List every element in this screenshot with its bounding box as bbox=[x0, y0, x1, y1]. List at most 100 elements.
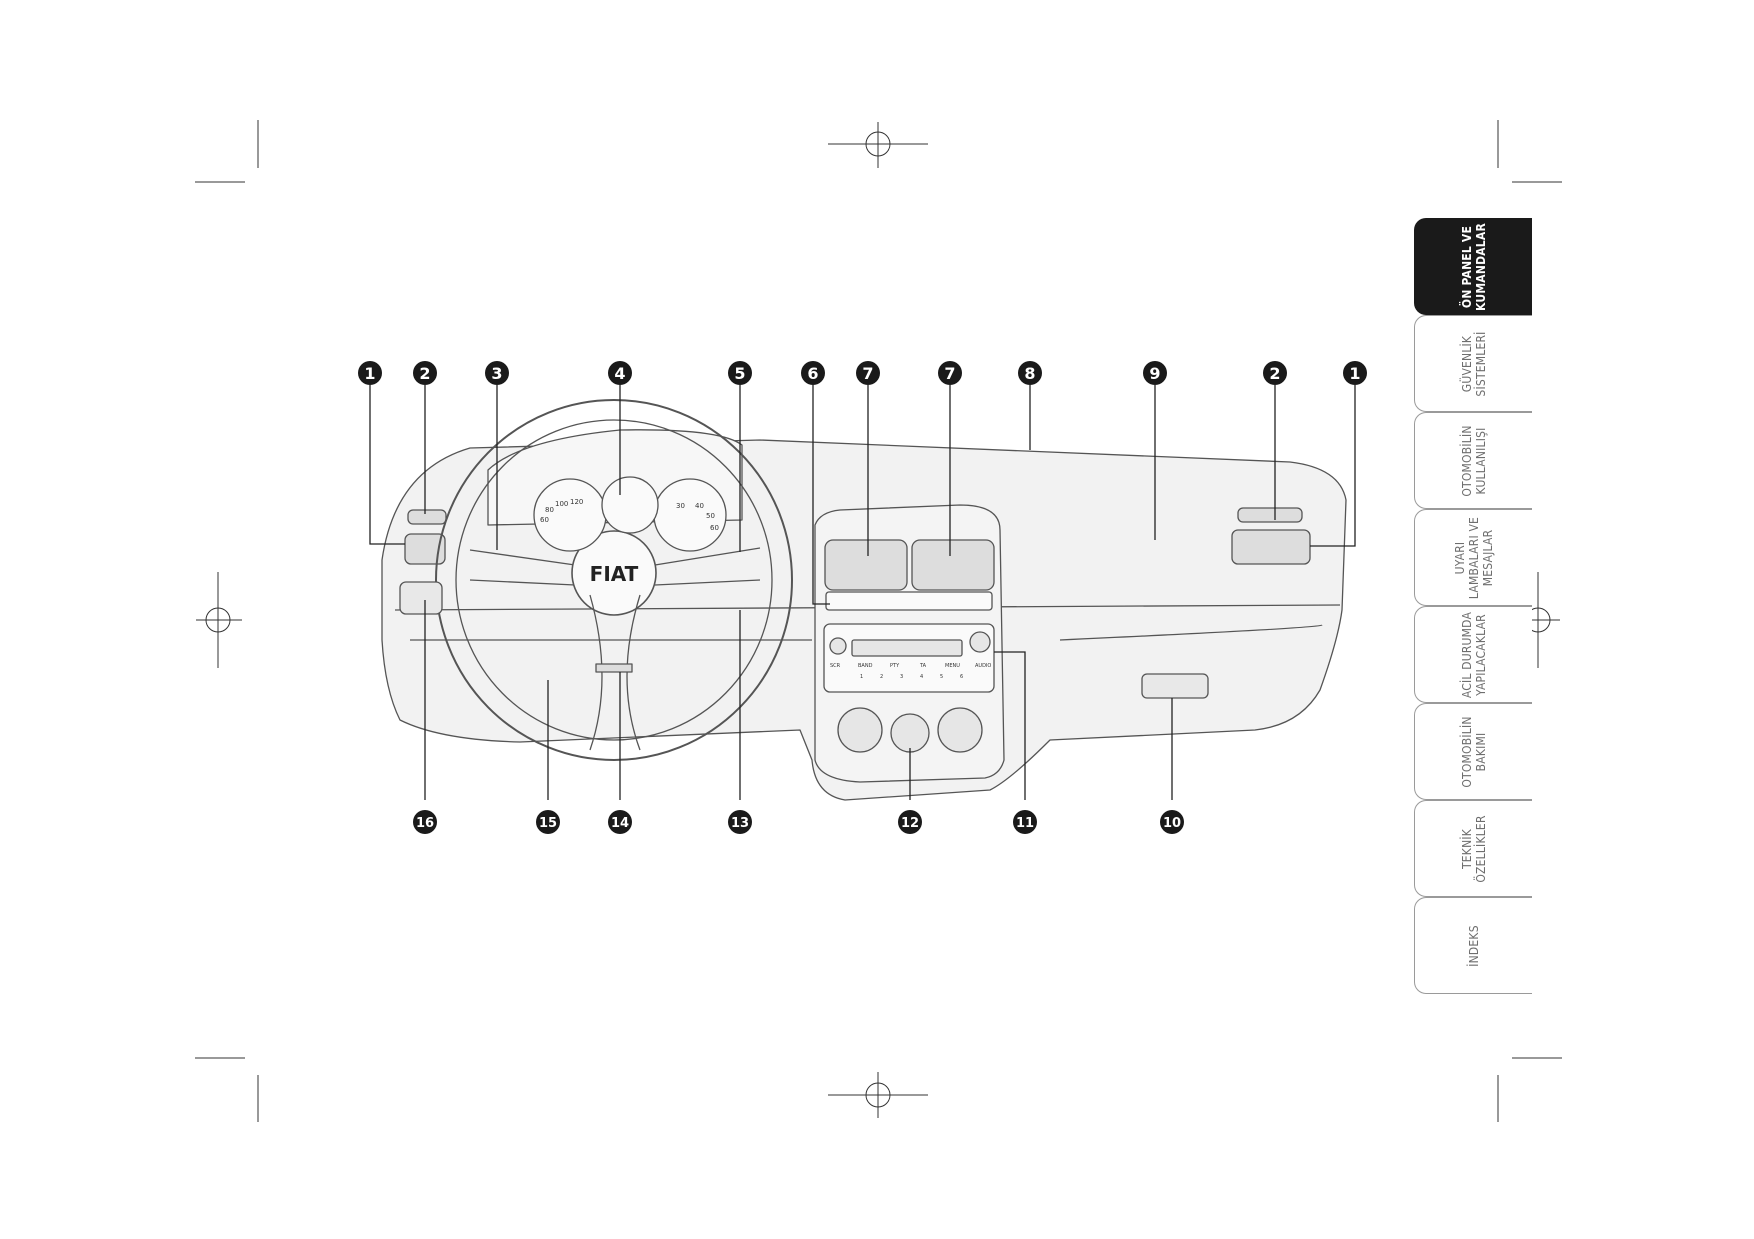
callout-top-3: 3 bbox=[485, 361, 509, 385]
vent-left-upper bbox=[407, 509, 447, 525]
callout-top-1: 1 bbox=[358, 361, 382, 385]
chapter-tabs: ÖN PANEL VE KUMANDALAR GÜVENLİK SİSTEMLE… bbox=[1414, 218, 1532, 994]
radio-btn-audio: AUDIO bbox=[975, 663, 991, 669]
callout-top-4: 4 bbox=[608, 361, 632, 385]
steering-wheel-rim bbox=[435, 399, 793, 761]
radio-preset-2: 2 bbox=[880, 674, 883, 680]
tach-tick-3: 100 bbox=[555, 500, 568, 508]
svg-text:1: 1 bbox=[1349, 364, 1360, 383]
callout-bottom-12: 12 bbox=[898, 810, 922, 834]
radio-preset-3: 3 bbox=[900, 674, 903, 680]
climate-knob-left bbox=[837, 707, 883, 753]
vent-center-right bbox=[911, 539, 995, 591]
leader-lines bbox=[369, 385, 1356, 800]
svg-text:7: 7 bbox=[944, 364, 955, 383]
tab-uyari-lambalari[interactable]: UYARI LAMBALARI VE MESAJLAR bbox=[1414, 509, 1532, 606]
vent-right bbox=[1231, 529, 1311, 565]
glovebox-handle bbox=[1141, 673, 1209, 699]
radio-btn-scr: SCR bbox=[830, 663, 841, 669]
tachometer bbox=[533, 478, 607, 552]
tab-teknik-ozellikler[interactable]: TEKNİK ÖZELLİKLER bbox=[1414, 800, 1532, 897]
tab-acil-durumda[interactable]: ACİL DURUMDA YAPILACAKLAR bbox=[1414, 606, 1532, 703]
tab-label: OTOMOBİLİN KULLANILIŞI bbox=[1459, 424, 1488, 497]
svg-text:12: 12 bbox=[901, 816, 919, 831]
callout-top-9: 9 bbox=[1143, 361, 1167, 385]
vent-center-left bbox=[824, 539, 908, 591]
svg-text:16: 16 bbox=[416, 816, 434, 831]
tab-otomobilin-kullanilisi[interactable]: OTOMOBİLİN KULLANILIŞI bbox=[1414, 412, 1532, 509]
radio-preset-1: 1 bbox=[860, 674, 863, 680]
radio-btn-band: BAND bbox=[858, 663, 873, 669]
tab-label: TEKNİK ÖZELLİKLER bbox=[1459, 814, 1488, 883]
callout-top-7a: 7 bbox=[856, 361, 880, 385]
vent-left bbox=[404, 533, 446, 565]
svg-text:11: 11 bbox=[1016, 816, 1034, 831]
center-gauge bbox=[601, 476, 659, 534]
left-switch-panel bbox=[399, 581, 443, 615]
callout-top-2b: 2 bbox=[1263, 361, 1287, 385]
radio-labels: SCR BAND PTY TA MENU AUDIO 1 2 3 4 5 6 bbox=[830, 663, 991, 680]
svg-text:2: 2 bbox=[419, 364, 430, 383]
svg-text:8: 8 bbox=[1024, 364, 1035, 383]
speed-tick-1: 30 bbox=[676, 502, 685, 510]
svg-text:7: 7 bbox=[862, 364, 873, 383]
radio-preset-5: 5 bbox=[940, 674, 943, 680]
callout-bottom-13: 13 bbox=[728, 810, 752, 834]
steering-hub bbox=[571, 530, 657, 616]
gauge-labels: 60 80 100 120 30 40 50 60 bbox=[540, 498, 719, 532]
callout-top-1b: 1 bbox=[1343, 361, 1367, 385]
callout-top-2: 2 bbox=[413, 361, 437, 385]
svg-text:10: 10 bbox=[1163, 816, 1181, 831]
vent-right-upper bbox=[1237, 507, 1303, 523]
climate-knob-right bbox=[937, 707, 983, 753]
svg-text:6: 6 bbox=[807, 364, 818, 383]
speed-tick-2: 40 bbox=[695, 502, 704, 510]
tab-on-panel-ve-kumandalar[interactable]: ÖN PANEL VE KUMANDALAR bbox=[1414, 218, 1532, 315]
svg-text:13: 13 bbox=[731, 816, 749, 831]
radio-unit bbox=[823, 623, 995, 693]
tach-tick-4: 120 bbox=[570, 498, 583, 506]
svg-text:3: 3 bbox=[491, 364, 502, 383]
callout-bottom-10: 10 bbox=[1160, 810, 1184, 834]
tab-label: GÜVENLİK SİSTEMLERİ bbox=[1459, 330, 1488, 397]
callout-top-8: 8 bbox=[1018, 361, 1042, 385]
svg-text:9: 9 bbox=[1149, 364, 1160, 383]
radio-preset-6: 6 bbox=[960, 674, 963, 680]
climate-knob-center bbox=[890, 713, 930, 753]
radio-btn-ta: TA bbox=[919, 663, 927, 669]
tab-label: İNDEKS bbox=[1466, 924, 1481, 967]
tach-tick-2: 80 bbox=[545, 506, 554, 514]
tab-guvenlik-sistemleri[interactable]: GÜVENLİK SİSTEMLERİ bbox=[1414, 315, 1532, 412]
tab-label: OTOMOBİLİN BAKIMI bbox=[1459, 715, 1488, 788]
svg-text:5: 5 bbox=[734, 364, 745, 383]
callout-top-5: 5 bbox=[728, 361, 752, 385]
tab-label: UYARI LAMBALARI VE MESAJLAR bbox=[1452, 516, 1495, 599]
callout-bottom-16: 16 bbox=[413, 810, 437, 834]
tab-indeks[interactable]: İNDEKS bbox=[1414, 897, 1532, 994]
callouts-bottom: 16 15 14 13 12 11 10 bbox=[413, 810, 1184, 834]
switch-panel bbox=[825, 591, 993, 611]
speed-tick-4: 60 bbox=[710, 524, 719, 532]
tab-label: ACİL DURUMDA YAPILACAKLAR bbox=[1459, 611, 1488, 698]
speed-tick-3: 50 bbox=[706, 512, 715, 520]
callout-top-7b: 7 bbox=[938, 361, 962, 385]
radio-btn-pty: PTY bbox=[890, 663, 900, 669]
speedometer bbox=[653, 478, 727, 552]
callout-bottom-14: 14 bbox=[608, 810, 632, 834]
callout-top-6: 6 bbox=[801, 361, 825, 385]
svg-text:2: 2 bbox=[1269, 364, 1280, 383]
radio-btn-menu: MENU bbox=[945, 663, 960, 669]
svg-text:14: 14 bbox=[611, 816, 629, 831]
svg-text:15: 15 bbox=[539, 816, 557, 831]
tab-otomobilin-bakimi[interactable]: OTOMOBİLİN BAKIMI bbox=[1414, 703, 1532, 800]
steering-logo: FIAT bbox=[590, 562, 639, 586]
svg-text:1: 1 bbox=[364, 364, 375, 383]
callout-bottom-15: 15 bbox=[536, 810, 560, 834]
radio-preset-4: 4 bbox=[920, 674, 923, 680]
tab-label: ÖN PANEL VE KUMANDALAR bbox=[1459, 222, 1488, 311]
tach-tick-1: 60 bbox=[540, 516, 549, 524]
callout-bottom-11: 11 bbox=[1013, 810, 1037, 834]
